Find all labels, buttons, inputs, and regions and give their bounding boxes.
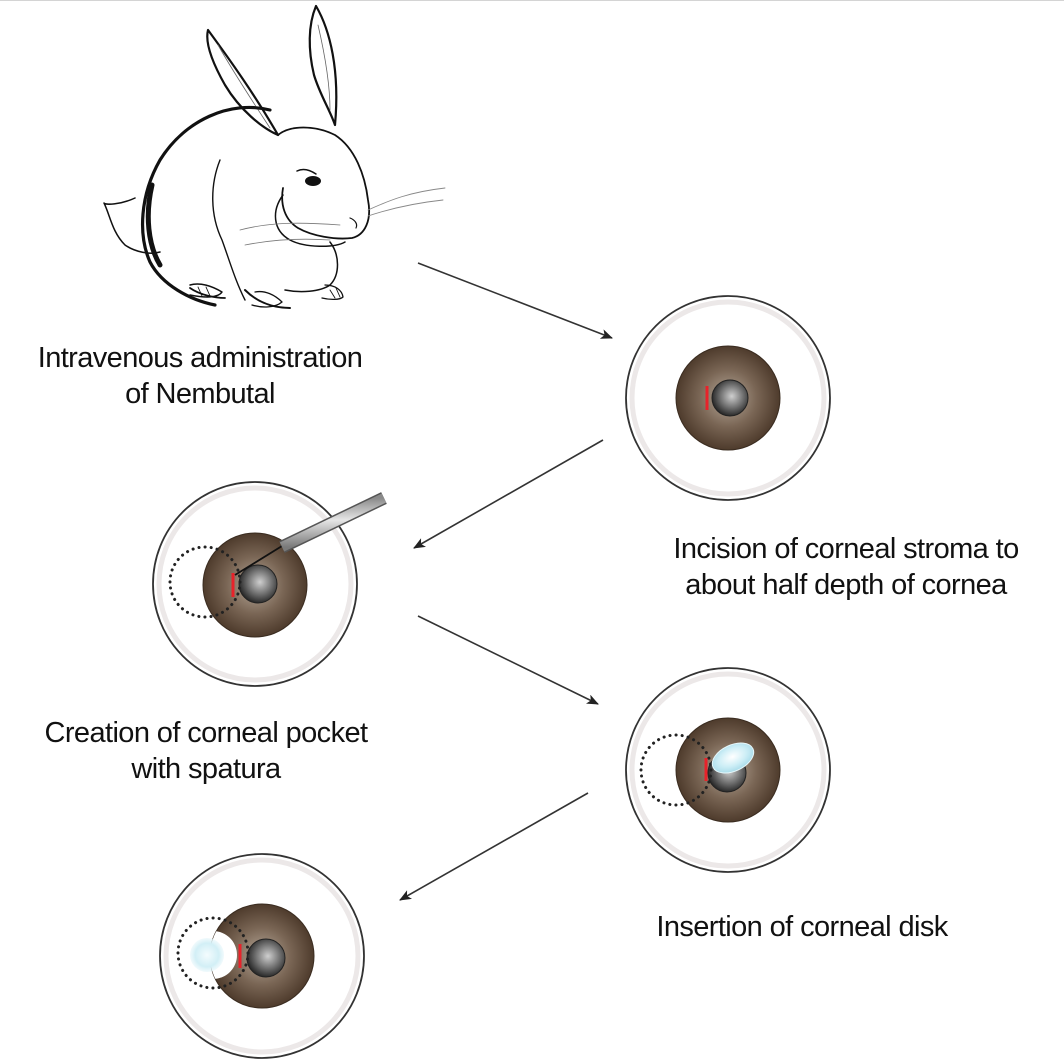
pocket-outline xyxy=(168,545,242,619)
rabbit-back-foot xyxy=(189,283,223,298)
rabbit-front-foot xyxy=(321,284,344,301)
arrow-step2-to-step3 xyxy=(413,439,604,549)
rabbit-body xyxy=(141,105,272,307)
step-2-label-line-1: Incision of corneal stroma to xyxy=(673,533,1019,565)
corneal-disk xyxy=(190,938,224,972)
pocket-outline xyxy=(176,916,250,990)
flow-arrows xyxy=(399,262,613,901)
step-2-label: Incision of corneal stroma to about half… xyxy=(626,531,1064,603)
rabbit-left-ear xyxy=(206,28,280,137)
step-1-label: Intravenous administration of Nembutal xyxy=(0,340,400,412)
rabbit-tail xyxy=(103,197,161,254)
step-1-label-line-2: of Nembutal xyxy=(125,378,275,410)
pupil xyxy=(711,379,749,417)
eye-disk-insertion-illustration xyxy=(625,667,831,873)
arrow-step4-to-step5 xyxy=(399,792,589,901)
step-4-label: Insertion of corneal disk xyxy=(610,909,994,945)
eye-incision-illustration xyxy=(625,295,831,501)
step-3-label: Creation of corneal pocket with spatura xyxy=(0,715,412,787)
pocket-outline xyxy=(639,733,713,807)
eye-disk-in-pocket-illustration xyxy=(159,853,365,1059)
spatula-tip xyxy=(234,545,283,576)
step-3-label-line-1: Creation of corneal pocket xyxy=(44,717,369,749)
corneal-disk xyxy=(711,742,755,774)
rabbit-whiskers xyxy=(367,187,446,217)
step-2-label-line-2: about half depth of cornea xyxy=(685,569,1007,601)
rabbit-illustration xyxy=(103,4,446,309)
rabbit-head xyxy=(277,126,370,240)
step-1-label-line-1: Intravenous administration xyxy=(37,342,363,374)
eye-pocket-illustration xyxy=(152,481,387,687)
step-3-label-line-2: with spatura xyxy=(131,753,281,785)
arrow-step1-to-step2 xyxy=(417,262,613,339)
pupil xyxy=(246,938,286,978)
rabbit-eye xyxy=(305,176,321,186)
pupil xyxy=(238,564,278,604)
rabbit-right-ear xyxy=(308,4,338,127)
top-border xyxy=(0,0,1064,1)
arrow-step3-to-step4 xyxy=(417,615,599,705)
step-4-label-line-1: Insertion of corneal disk xyxy=(656,911,948,943)
